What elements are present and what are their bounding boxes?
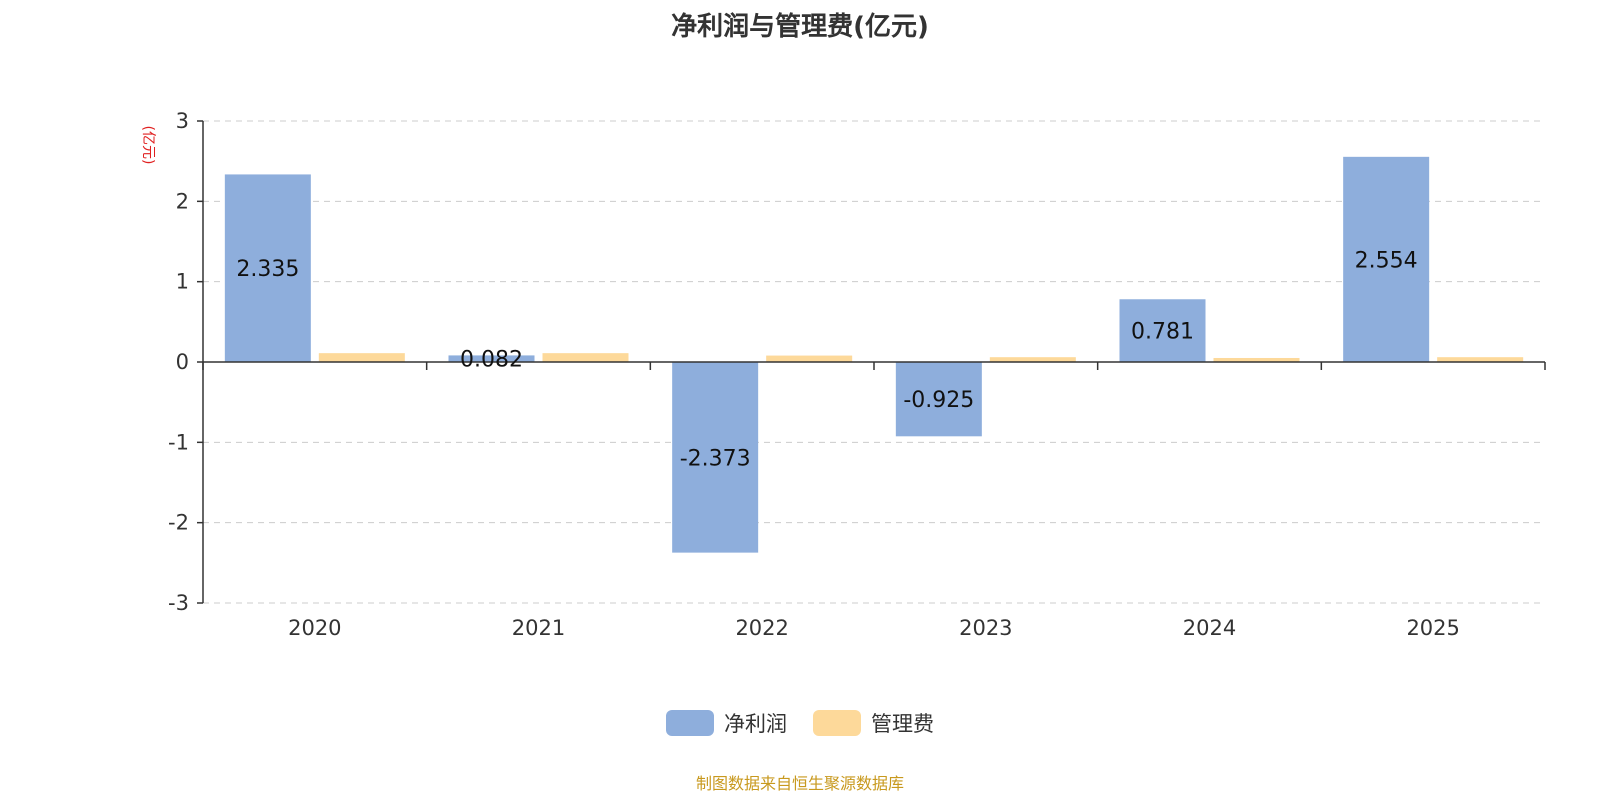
y-tick-label: -1 — [168, 430, 189, 454]
x-tick-label: 2025 — [1406, 616, 1459, 640]
data-label: 2.554 — [1355, 248, 1418, 273]
data-label: 2.335 — [236, 257, 299, 282]
legend-label-management-fee: 管理费 — [871, 712, 934, 736]
x-tick-label: 2023 — [959, 616, 1012, 640]
bar-management-fee — [1437, 357, 1524, 362]
y-tick-label: 3 — [176, 109, 189, 133]
bar-net-profit — [224, 174, 311, 362]
legend-swatch-management-fee — [813, 710, 861, 736]
y-tick-label: 0 — [176, 350, 189, 374]
grid-lines — [203, 120, 1545, 604]
bar-management-fee — [318, 353, 405, 362]
legend-swatch-net-profit — [666, 710, 714, 736]
y-tick-label: 2 — [176, 189, 189, 213]
x-tick-label: 2024 — [1183, 616, 1236, 640]
bar-net-profit — [672, 362, 759, 553]
bar-net-profit — [895, 362, 982, 437]
bar-management-fee — [766, 355, 853, 362]
bar-management-fee — [1213, 357, 1300, 362]
bar-management-fee — [542, 353, 629, 362]
chart-title: 净利润与管理费(亿元) — [671, 12, 929, 42]
footer-source: 制图数据来自恒生聚源数据库 — [695, 774, 904, 793]
y-axis-title: (亿元) — [140, 126, 156, 165]
data-labels: 2.335 0.082 -2.373 -0.925 0.781 2.554 — [236, 248, 1417, 471]
y-tick-label: -2 — [168, 511, 189, 535]
data-label: 0.082 — [460, 348, 523, 373]
data-label: -0.925 — [903, 388, 974, 413]
bar-net-profit — [1119, 299, 1206, 362]
bar-net-profit — [448, 355, 535, 362]
data-label: -2.373 — [680, 446, 751, 471]
legend: 净利润 管理费 — [0, 708, 1600, 738]
legend-item-management-fee[interactable]: 管理费 — [813, 708, 934, 738]
x-tick-label: 2021 — [512, 616, 565, 640]
data-label: 0.781 — [1131, 320, 1194, 345]
axes: 3 2 1 0 -1 -2 -3 2020 2021 2022 2023 2024 2025 — [168, 109, 1546, 640]
legend-label-net-profit: 净利润 — [724, 712, 787, 736]
x-tick-label: 2022 — [735, 616, 788, 640]
y-tick-label: -3 — [168, 591, 189, 615]
bar-net-profit — [1343, 156, 1430, 362]
legend-item-net-profit[interactable]: 净利润 — [666, 708, 787, 738]
x-tick-label: 2020 — [288, 616, 341, 640]
bars — [224, 156, 1524, 553]
y-tick-label: 1 — [176, 270, 189, 294]
bar-management-fee — [989, 357, 1076, 362]
